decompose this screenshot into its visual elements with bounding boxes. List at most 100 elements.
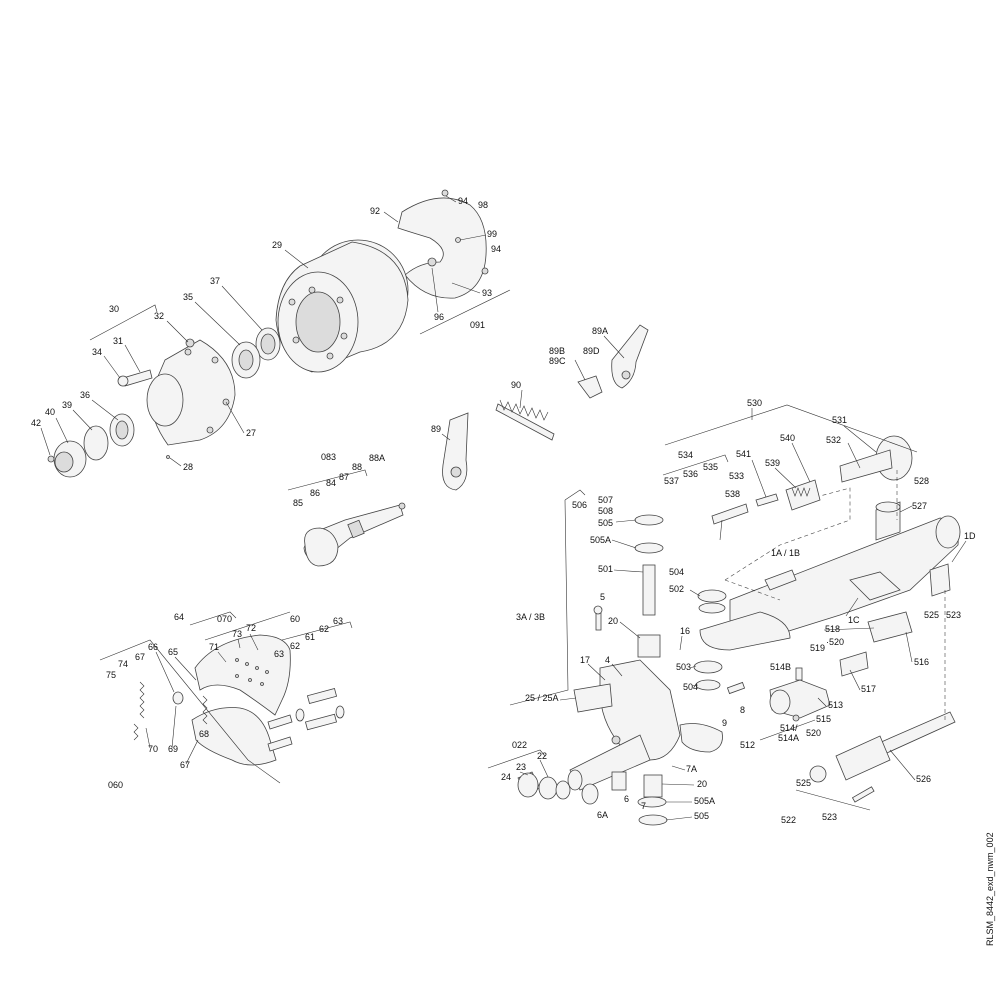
group-brackets [89,289,946,811]
callout-94: 94 [458,196,468,206]
callout-070: 070 [217,614,232,624]
callout-537: 537 [664,476,679,486]
callout-35: 35 [183,292,193,302]
camshaft-group [303,502,406,567]
king-pin-group [593,514,746,695]
callout-527: 527 [912,501,927,511]
callout-64: 64 [174,612,184,622]
callout-083: 083 [321,452,336,462]
callout-6A: 6A [597,810,608,820]
callout-8: 8 [740,705,745,715]
wheel-hub-bearings [117,327,281,446]
callout-3A-3B: 3A / 3B [516,612,545,622]
callout-091: 091 [470,320,485,330]
callout-89: 89 [431,424,441,434]
callout-523: 523 [946,610,961,620]
callout-501: 501 [598,564,613,574]
dust-shield-group [397,189,489,299]
callout-27: 27 [246,428,256,438]
callout-540: 540 [780,433,795,443]
callout-5: 5 [600,592,605,602]
tie-rod-end-group [769,667,831,722]
callout-536: 536 [683,469,698,479]
callout-37: 37 [210,276,220,286]
callout-539: 539 [765,458,780,468]
callout-29: 29 [272,240,282,250]
callout-68: 68 [199,729,209,739]
callout-533: 533 [729,471,744,481]
callout-62: 62 [319,624,329,634]
brake-drum [275,239,409,373]
callout-34: 34 [92,347,102,357]
callout-526: 526 [916,774,931,784]
callout-87: 87 [339,472,349,482]
callout-504-b: 504 [683,682,698,692]
callout-89D: 89D [583,346,600,356]
callout-17: 17 [580,655,590,665]
callout-519: 519 [810,643,825,653]
callout-62-b: 62 [290,641,300,651]
callout-518: 518 [825,624,840,634]
callout-96: 96 [434,312,444,322]
callout-36: 36 [80,390,90,400]
axle-beam [699,501,961,677]
callout-534: 534 [678,450,693,460]
callout-520-a: ·520 [826,637,844,647]
callout-67-b: 67 [180,760,190,770]
shock-absorber [809,711,956,803]
callout-502: 502 [669,584,684,594]
callout-507: 507 [598,495,613,505]
callout-523-b: 523 [822,812,837,822]
callout-16: 16 [680,626,690,636]
callout-20: 20 [608,616,618,626]
callout-506: 506 [572,500,587,510]
callout-99: 99 [487,229,497,239]
callout-20-b: 20 [697,779,707,789]
callout-503: 503 [676,662,691,672]
callout-28: 28 [183,462,193,472]
callout-88: 88 [352,462,362,472]
callout-65: 65 [168,647,178,657]
callout-538: 538 [725,489,740,499]
callout-92: 92 [370,206,380,216]
callout-505A: 505A [590,535,611,545]
callout-528: 528 [914,476,929,486]
callout-505-b: 505 [694,811,709,821]
callout-73: 73 [232,629,242,639]
callout-1D: 1D [964,531,976,541]
callout-31: 31 [113,336,123,346]
callout-513: 513 [828,700,843,710]
callout-9: 9 [722,718,727,728]
callout-60: 60 [290,614,300,624]
callout-84: 84 [326,478,336,488]
callout-525-b: 525 [796,778,811,788]
callout-505A-b: 505A [694,796,715,806]
callout-514: 514/ [780,723,798,733]
callout-517: 517 [861,684,876,694]
drawing-id-vertical: RLSM_8442_exd_nwm_002 [985,832,995,946]
callout-4: 4 [605,655,610,665]
callout-532: 532 [826,435,841,445]
callout-514A: 514A [778,733,799,743]
drawing-id-text: RLSM_8442_exd_nwm_002 [985,832,995,946]
callout-508: 508 [598,506,613,516]
callout-525: 525 [924,610,939,620]
callout-98: 98 [478,200,488,210]
callout-30: 30 [109,304,119,314]
callout-89B: 89B [549,346,565,356]
callout-1C: 1C [848,615,860,625]
callout-060: 060 [108,780,123,790]
callout-74: 74 [118,659,128,669]
callout-72: 72 [246,623,256,633]
callout-1A-1B: 1A / 1B [771,548,800,558]
callout-66: 66 [148,642,158,652]
callout-93: 93 [482,288,492,298]
callout-61: 61 [305,632,315,642]
callout-71: 71 [209,642,219,652]
callout-541: 541 [736,449,751,459]
callout-6: 6 [624,794,629,804]
callout-516: 516 [914,657,929,667]
callout-24: 24 [501,772,511,782]
